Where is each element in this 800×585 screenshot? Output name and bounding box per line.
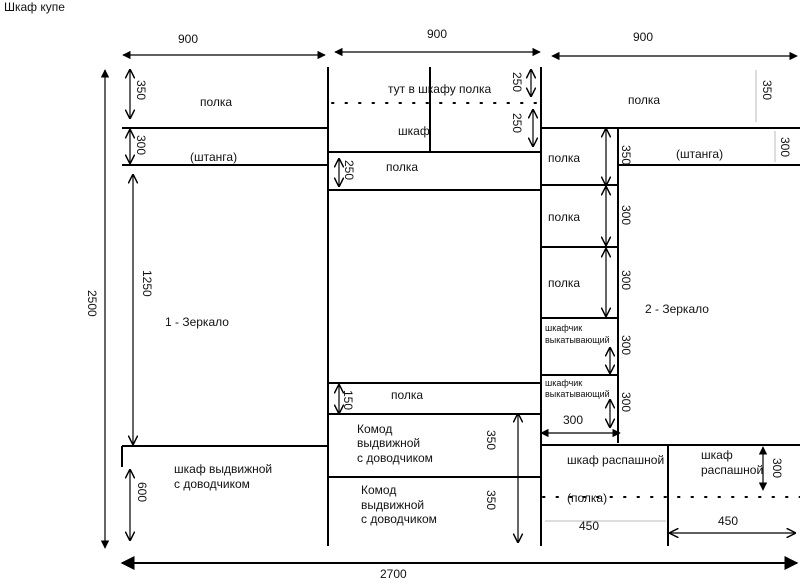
hinged1-width: 450 [579, 519, 599, 533]
dim-hinged2-height: 300 [770, 458, 784, 478]
left-bottom-label: шкаф выдвижной [174, 462, 272, 476]
dim-left-bottom: 600 [135, 482, 149, 502]
middle-cabinet-label: шкаф [398, 124, 430, 138]
dim-right-width: 900 [633, 30, 653, 44]
dim-left-shelf: 350 [134, 80, 148, 100]
narrow-item-label: полка [548, 151, 580, 165]
drawer1-label: с доводчиком [357, 451, 433, 465]
drawer1-label: Комод [357, 422, 392, 436]
drawer1-label: выдвижной [357, 436, 420, 450]
left-mirror-label: 1 - Зеркало [165, 315, 229, 329]
narrow-item-label: полка [548, 276, 580, 290]
dim-middle-shelf1: 250 [342, 160, 356, 180]
wardrobe-structure [121, 67, 800, 546]
narrow-item-label: выкатывающий [545, 389, 610, 399]
middle-shelf1-label: полка [386, 160, 418, 174]
hinged1-label: шкаф распашной [567, 453, 664, 467]
dim-middle-top2: 250 [510, 113, 524, 133]
dim-left-width: 900 [178, 32, 198, 46]
narrow-item-dim: 350 [619, 145, 633, 165]
right-shelf-label: полка [628, 93, 660, 107]
narrow-item-label: выкатывающий [545, 335, 610, 345]
narrow-item-label: шкафчик [545, 323, 582, 333]
narrow-column: полка 350 полка 300 полка 300 шкафчик вы… [545, 145, 633, 427]
dim-total-width: 2700 [380, 567, 407, 581]
right-section: полка 350 (штанга) 300 2 - Зеркало шкаф … [567, 80, 792, 533]
narrow-item-label: шкафчик [545, 378, 582, 388]
dim-total-height: 2500 [85, 290, 99, 317]
narrow-item-label: полка [548, 210, 580, 224]
drawer2-label: с доводчиком [361, 512, 437, 526]
hinged2-label: распашной [701, 463, 763, 477]
drawer2-label: выдвижной [361, 498, 424, 512]
dim-left-mirror: 1250 [140, 270, 154, 297]
dim-right-shelf: 350 [760, 80, 774, 100]
dim-middle-width: 900 [427, 27, 447, 41]
narrow-item-dim: 300 [619, 392, 633, 412]
hinged2-label: шкаф [701, 448, 733, 462]
hinged1-shelf-label: (полка) [567, 491, 607, 505]
dim-left-rod: 300 [134, 135, 148, 155]
right-mirror-label: 2 - Зеркало [645, 302, 709, 316]
inner-dimension-arrows [130, 70, 795, 542]
narrow-item-dim: 300 [619, 205, 633, 225]
narrow-column-width: 300 [563, 413, 583, 427]
dim-right-rod: 300 [778, 137, 792, 157]
narrow-item-dim: 300 [619, 270, 633, 290]
hinged2-width: 450 [718, 514, 738, 528]
dim-middle-shelf2: 150 [341, 390, 355, 410]
narrow-item-dim: 300 [619, 335, 633, 355]
left-section: 350 полка 300 (штанга) 1250 1 - Зеркало … [134, 80, 272, 502]
left-shelf-label: полка [200, 95, 232, 109]
left-bottom-label: с доводчиком [174, 477, 250, 491]
diagram-title: Шкаф купе [4, 0, 65, 14]
middle-shelf2-label: полка [391, 388, 423, 402]
middle-top-note: тут в шкафу полка [388, 82, 491, 96]
left-rod-label: (штанга) [190, 150, 237, 164]
drawer2-label: Комод [361, 483, 396, 497]
dim-drawer1: 350 [484, 430, 498, 450]
right-rod-label: (штанга) [676, 147, 723, 161]
dim-middle-top1: 250 [510, 72, 524, 92]
width-dimensions: 900 900 900 2500 2700 [85, 27, 799, 581]
dim-drawer2: 350 [484, 490, 498, 510]
middle-section: тут в шкафу полка 250 250 шкаф 250 полка… [341, 72, 524, 526]
